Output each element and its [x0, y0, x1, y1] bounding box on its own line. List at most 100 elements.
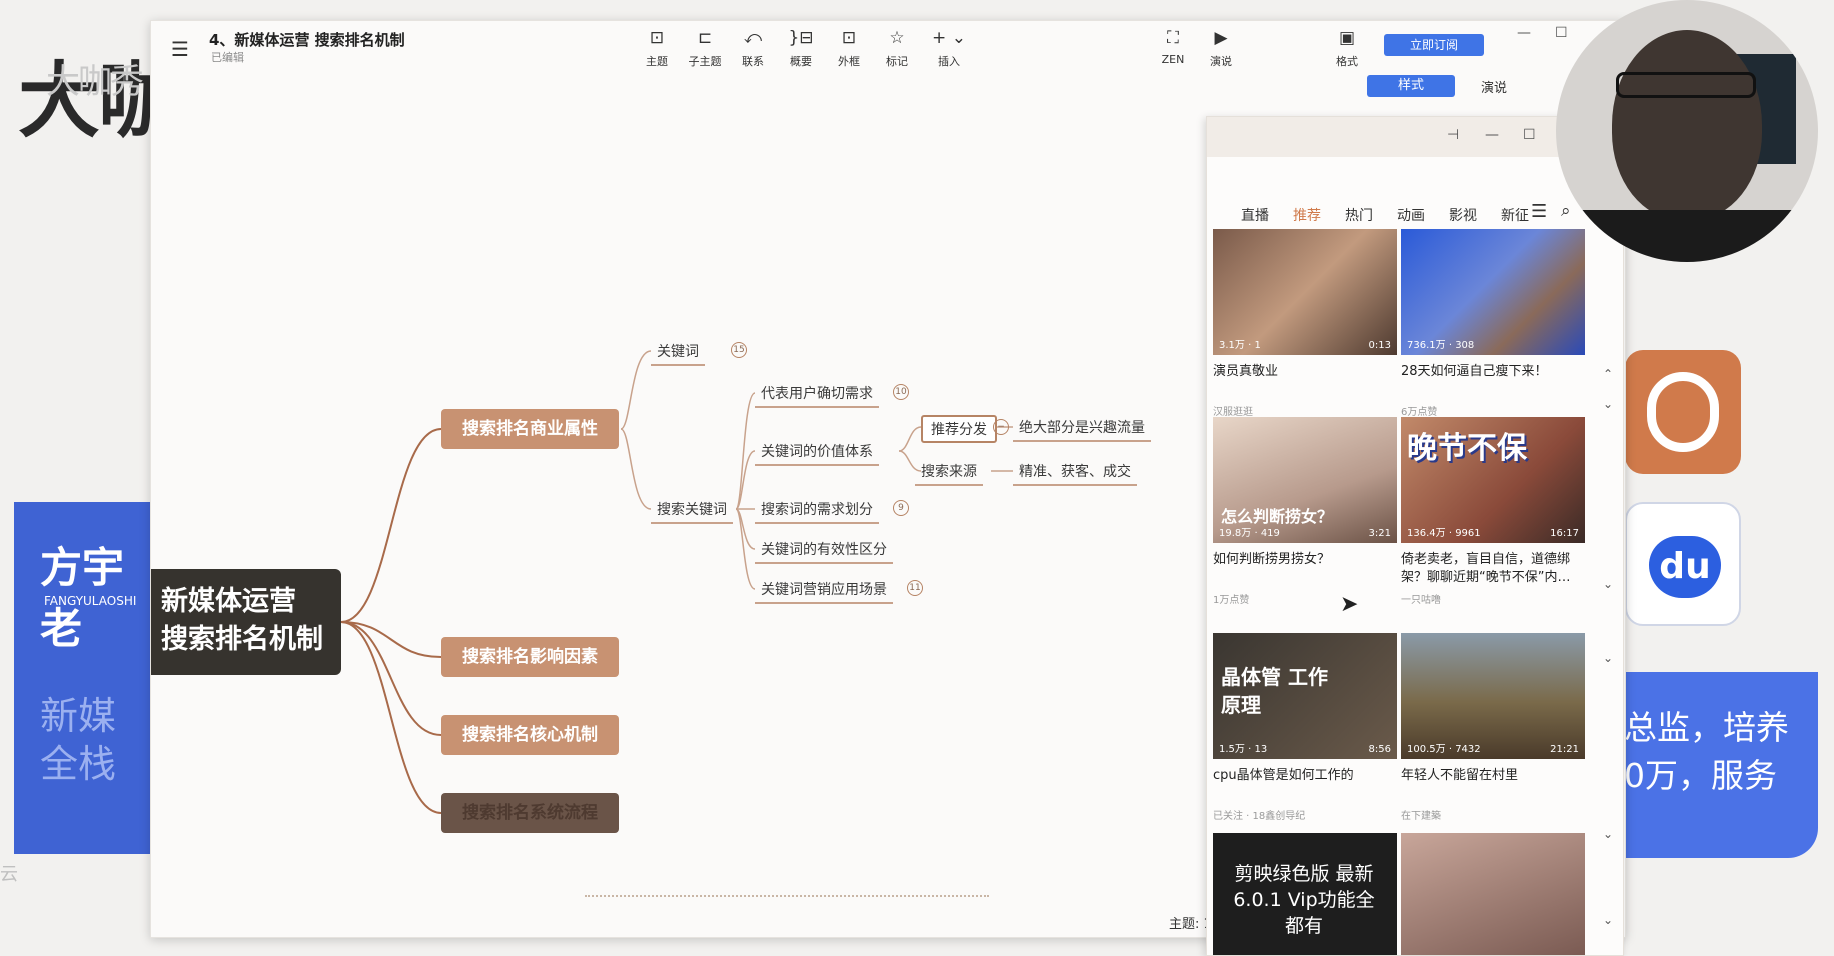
tab-hot[interactable]: 热门 [1345, 208, 1373, 224]
collapse-count-keyword[interactable]: 15 [731, 342, 747, 358]
branch-system-process[interactable]: 搜索排名系统流程 [441, 793, 619, 833]
branch-influence-factors[interactable]: 搜索排名影响因素 [441, 637, 619, 677]
toolbar-present-button[interactable]: ▶演说 [1199, 27, 1243, 69]
tab-live[interactable]: 直播 [1241, 208, 1269, 224]
node-keyword-value[interactable]: 关键词的价值体系 [755, 441, 879, 466]
tab-film[interactable]: 影视 [1449, 208, 1477, 224]
video-thumbnail[interactable]: 736.1万 · 308 [1401, 229, 1585, 355]
collapse-count-need[interactable]: 10 [893, 384, 909, 400]
video-title[interactable]: 如何判断捞男捞女？ [1213, 552, 1331, 567]
horizontal-scrollbar[interactable] [585, 895, 989, 900]
video-duration: 21:21 [1550, 744, 1579, 755]
video-duration: 8:56 [1368, 744, 1391, 755]
node-search-keyword[interactable]: 搜索关键词 [651, 499, 733, 524]
video-title[interactable]: cpu晶体管是如何工作的 [1213, 768, 1354, 783]
format-icon: ▣ [1338, 28, 1356, 48]
video-card[interactable]: 736.1万 · 308 28天如何逼自己瘦下来！ 6万点赞 [1401, 229, 1585, 418]
node-keyword[interactable]: 关键词 [651, 341, 705, 366]
video-author[interactable]: 已关注 · 18鑫创导纪 [1213, 811, 1306, 822]
maximize-icon[interactable]: ☐ [1555, 25, 1568, 41]
video-title[interactable]: 倚老卖老，盲目自信，道德绑架？聊聊近期“晚节不保”内… [1401, 552, 1571, 585]
plus-icon: + ⌄ [932, 28, 966, 48]
tab-style[interactable]: 样式 [1367, 75, 1455, 97]
toolbar-subtopic-button[interactable]: ⊏子主题 [683, 27, 727, 69]
video-author[interactable]: 6万点赞 [1401, 407, 1438, 418]
tab-speech[interactable]: 演说 [1481, 81, 1508, 96]
video-duration: 16:17 [1550, 528, 1579, 539]
video-thumbnail[interactable]: 3.1万 · 1 0:13 [1213, 229, 1397, 355]
fullscreen-icon: ⛶ [1167, 28, 1179, 48]
node-precise-conversion[interactable]: 精准、获客、成交 [1013, 461, 1137, 486]
video-author[interactable]: 1万点赞 [1213, 595, 1250, 606]
pin-icon[interactable]: ⊣ [1447, 127, 1460, 143]
video-author[interactable]: 一只咕噜 [1401, 595, 1441, 606]
slide-title-ghost: 大咖秀 [46, 62, 144, 102]
tab-anime[interactable]: 动画 [1397, 208, 1425, 224]
toolbar-boundary-button[interactable]: ⊡外框 [827, 27, 871, 69]
node-keyword-validity[interactable]: 关键词的有效性区分 [755, 539, 893, 564]
node-need-division[interactable]: 搜索词的需求划分 [755, 499, 879, 524]
video-card[interactable]: 100.5万 · 7432 21:21 年轻人不能留在村里 在下建築 [1401, 633, 1585, 822]
thumbnail-caption: 晚节不保 [1407, 431, 1527, 466]
video-card[interactable]: 3.1万 · 1 0:13 演员真敬业 汉服逛逛 [1213, 229, 1397, 418]
video-stats: 1.5万 · 13 [1219, 744, 1268, 755]
video-card[interactable]: 晶体管 工作原理 1.5万 · 13 8:56 cpu晶体管是如何工作的 已关注… [1213, 633, 1397, 822]
presenter-pinyin: FANGYULAOSHI [44, 594, 137, 608]
minimize-icon[interactable]: — [1517, 25, 1531, 41]
document-save-status: 已编辑 [211, 51, 244, 64]
video-title[interactable]: 演员真敬业 [1213, 364, 1279, 379]
maximize-icon[interactable]: ☐ [1523, 127, 1536, 143]
video-title[interactable]: 28天如何逼自己瘦下来！ [1401, 364, 1548, 379]
collapse-count-division[interactable]: 9 [893, 500, 909, 516]
kuaishou-logo-icon [1625, 350, 1741, 474]
video-thumbnail[interactable]: 晚节不保 136.4万 · 9961 16:17 [1401, 417, 1585, 543]
video-thumbnail[interactable] [1401, 833, 1585, 955]
document-title[interactable]: 4、新媒体运营 搜索排名机制 [209, 31, 405, 49]
thumbnail-caption: 剪映绿色版 最新6.0.1 Vip功能全都有 [1233, 863, 1375, 937]
collapse-count-scene[interactable]: 11 [907, 580, 923, 596]
video-stats: 136.4万 · 9961 [1407, 528, 1481, 539]
thumbnail-caption: 晶体管 工作原理 [1221, 665, 1328, 717]
video-thumbnail[interactable]: 晶体管 工作原理 1.5万 · 13 8:56 [1213, 633, 1397, 759]
toolbar-insert-button[interactable]: + ⌄插入 [927, 27, 971, 69]
video-stats: 19.8万 · 419 [1219, 528, 1280, 539]
menu-icon[interactable]: ☰ [1531, 201, 1548, 222]
video-thumbnail[interactable]: 100.5万 · 7432 21:21 [1401, 633, 1585, 759]
collapse-toggle[interactable]: − [993, 419, 1009, 435]
branch-commercial-attribute[interactable]: 搜索排名商业属性 [441, 409, 619, 449]
video-author[interactable]: 在下建築 [1401, 811, 1441, 822]
video-card[interactable]: 剪映绿色版 最新6.0.1 Vip功能全都有 [1213, 833, 1397, 955]
video-author[interactable]: 汉服逛逛 [1213, 407, 1253, 418]
toolbar-zen-button[interactable]: ⛶ZEN [1151, 27, 1195, 66]
subscribe-button[interactable]: 立即订阅 [1384, 34, 1484, 56]
node-marketing-scene[interactable]: 关键词营销应用场景 [755, 579, 893, 604]
video-card[interactable]: 怎么判断捞女？ 19.8万 · 419 3:21 如何判断捞男捞女？ 1万点赞 [1213, 417, 1397, 606]
toolbar-marker-button[interactable]: ☆标记 [875, 27, 919, 69]
toolbar-summary-button[interactable]: }⊟概要 [779, 27, 823, 69]
video-thumbnail[interactable]: 怎么判断捞女？ 19.8万 · 419 3:21 [1213, 417, 1397, 543]
hamburger-menu-icon[interactable]: ☰ [171, 37, 189, 61]
tab-recommend[interactable]: 推荐 [1293, 208, 1321, 224]
video-category-tabs: 直播 推荐 热门 动画 影视 新征 [1241, 205, 1553, 225]
video-card[interactable]: 晚节不保 136.4万 · 9961 16:17 倚老卖老，盲目自信，道德绑架？… [1401, 417, 1585, 606]
video-card[interactable] [1401, 833, 1585, 955]
slide-right-text: 总监，培养 0万，服务 [1624, 708, 1789, 795]
node-interest-traffic[interactable]: 绝大部分是兴趣流量 [1013, 417, 1151, 442]
node-recommend-distribution[interactable]: 推荐分发 [921, 415, 997, 443]
toolbar-relation-button[interactable]: ⤺联系 [731, 27, 775, 69]
video-thumbnail[interactable]: 剪映绿色版 最新6.0.1 Vip功能全都有 [1213, 833, 1397, 955]
presenter-webcam [1556, 0, 1818, 262]
node-user-need[interactable]: 代表用户确切需求 [755, 383, 879, 408]
tab-new[interactable]: 新征 [1501, 208, 1529, 224]
topic-icon: ⊡ [649, 28, 665, 48]
video-title[interactable]: 年轻人不能留在村里 [1401, 768, 1519, 783]
video-scrollbar[interactable]: ⌃ ⌄ ⌄ ⌄ ⌄ ⌄ [1603, 367, 1623, 947]
toolbar-format-button[interactable]: ▣格式 [1325, 27, 1369, 69]
topic-count-status: 主题: 1 [1169, 917, 1212, 932]
branch-core-mechanism[interactable]: 搜索排名核心机制 [441, 715, 619, 755]
node-search-source[interactable]: 搜索来源 [915, 461, 983, 486]
minimize-icon[interactable]: — [1485, 127, 1499, 143]
video-duration: 0:13 [1368, 340, 1391, 351]
mindmap-root-node[interactable]: 新媒体运营 搜索排名机制 [151, 569, 341, 675]
toolbar-topic-button[interactable]: ⊡主题 [635, 27, 679, 69]
